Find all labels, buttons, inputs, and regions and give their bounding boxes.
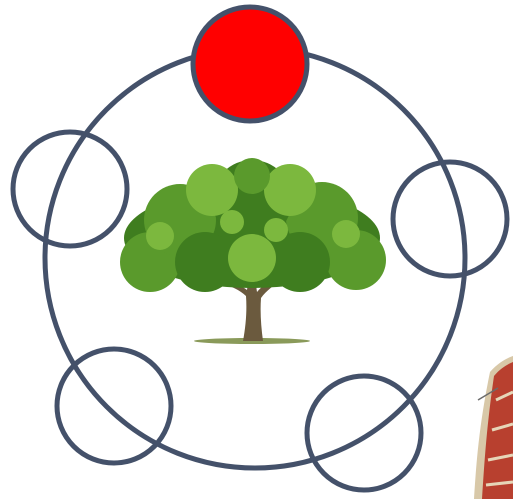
cycle-node-top: [193, 7, 307, 121]
cycle-node-bottom-right: [307, 376, 421, 490]
cycle-node-left: [13, 132, 127, 246]
anatomy-image-fragment: [474, 356, 513, 499]
tree-image: [120, 158, 386, 344]
tree-canopy: [120, 158, 386, 292]
cycle-node-bottom-left: [57, 349, 171, 463]
